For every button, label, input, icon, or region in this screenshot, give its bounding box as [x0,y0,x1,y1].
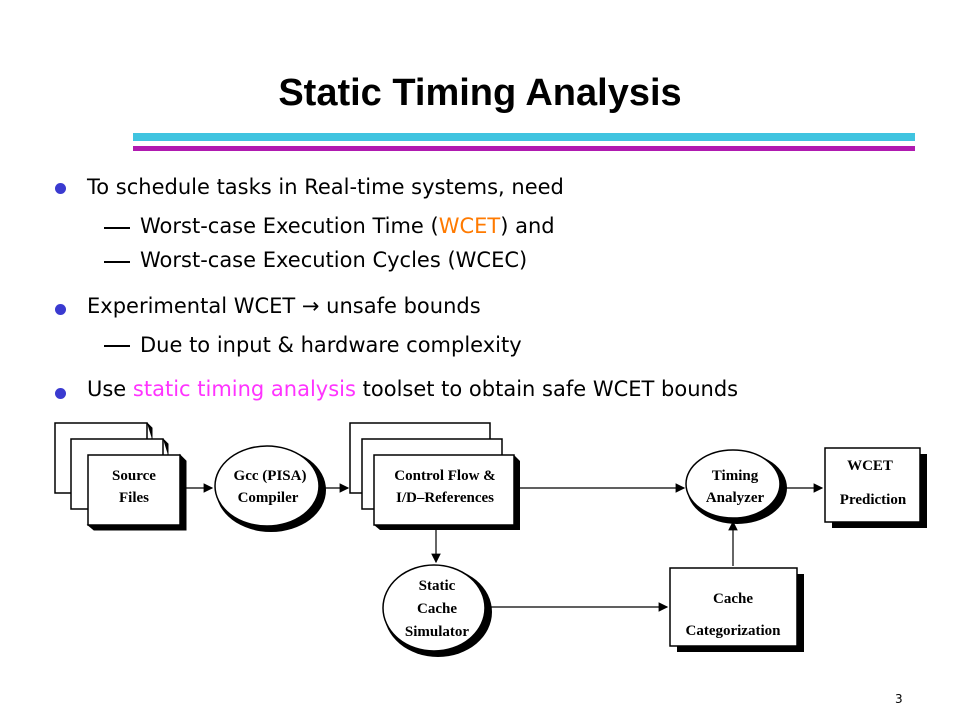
cache-simulator-line1: Static [419,578,456,594]
wcet-prediction-node: WCET Prediction [824,447,927,528]
control-flow-line1: Control Flow & [394,468,495,484]
page-number: 3 [895,692,903,706]
cache-categorization-line2: Categorization [686,623,782,639]
bullet-2-text: Experimental WCET → unsafe bounds [87,294,481,318]
control-flow-node: Control Flow & I/D–References [349,422,520,530]
sub-item-text: ) and [500,214,555,238]
compiler-node: Gcc (PISA) Compiler [214,445,326,532]
compiler-line2: Compiler [238,490,299,506]
sub-bullet-marker [104,261,130,263]
source-files-node: Source Files [54,422,187,531]
bullet-marker [55,388,66,399]
title-rule-magenta [133,146,915,151]
wcet-prediction-line2: Prediction [840,492,907,508]
control-flow-line2: I/D–References [396,490,494,506]
sub-item-wcet: Worst-case Execution Time (WCET) and [140,214,555,238]
cache-simulator-line2: Cache [417,601,457,617]
bullet-3-pre: Use [87,377,133,401]
bullet-1-text: To schedule tasks in Real-time systems, … [87,175,564,199]
bullet-marker [55,304,66,315]
bullet-3-text: Use static timing analysis toolset to ob… [87,377,738,401]
toolset-flow-diagram: Source Files Gcc (PISA) Compiler Control… [54,422,927,657]
wcet-prediction-line1: WCET [847,458,893,474]
cache-simulator-node: Static Cache Simulator [382,564,492,657]
source-files-line2: Files [119,490,149,506]
wcet-highlight: WCET [438,214,501,238]
cache-categorization-line1: Cache [713,591,753,607]
sub-bullet-marker [104,345,130,347]
cache-simulator-line3: Simulator [405,624,470,640]
timing-analyzer-node: Timing Analyzer [685,449,787,524]
sub-item-text: Worst-case Execution Time ( [140,214,439,238]
source-files-line1: Source [112,468,156,484]
compiler-line1: Gcc (PISA) [234,468,307,484]
bullet-3-post: toolset to obtain safe WCET bounds [355,377,739,401]
sub-item-complexity: Due to input & hardware complexity [140,333,522,357]
timing-analyzer-line1: Timing [712,468,759,484]
title-rule-cyan [133,133,915,141]
cache-categorization-node: Cache Categorization [669,567,804,652]
timing-analyzer-line2: Analyzer [706,490,765,506]
sub-item-wcec: Worst-case Execution Cycles (WCEC) [140,248,528,272]
slide-title: Static Timing Analysis [278,72,682,114]
bullet-marker [55,183,66,194]
sub-bullet-marker [104,227,130,229]
static-analysis-highlight: static timing analysis [132,377,356,401]
